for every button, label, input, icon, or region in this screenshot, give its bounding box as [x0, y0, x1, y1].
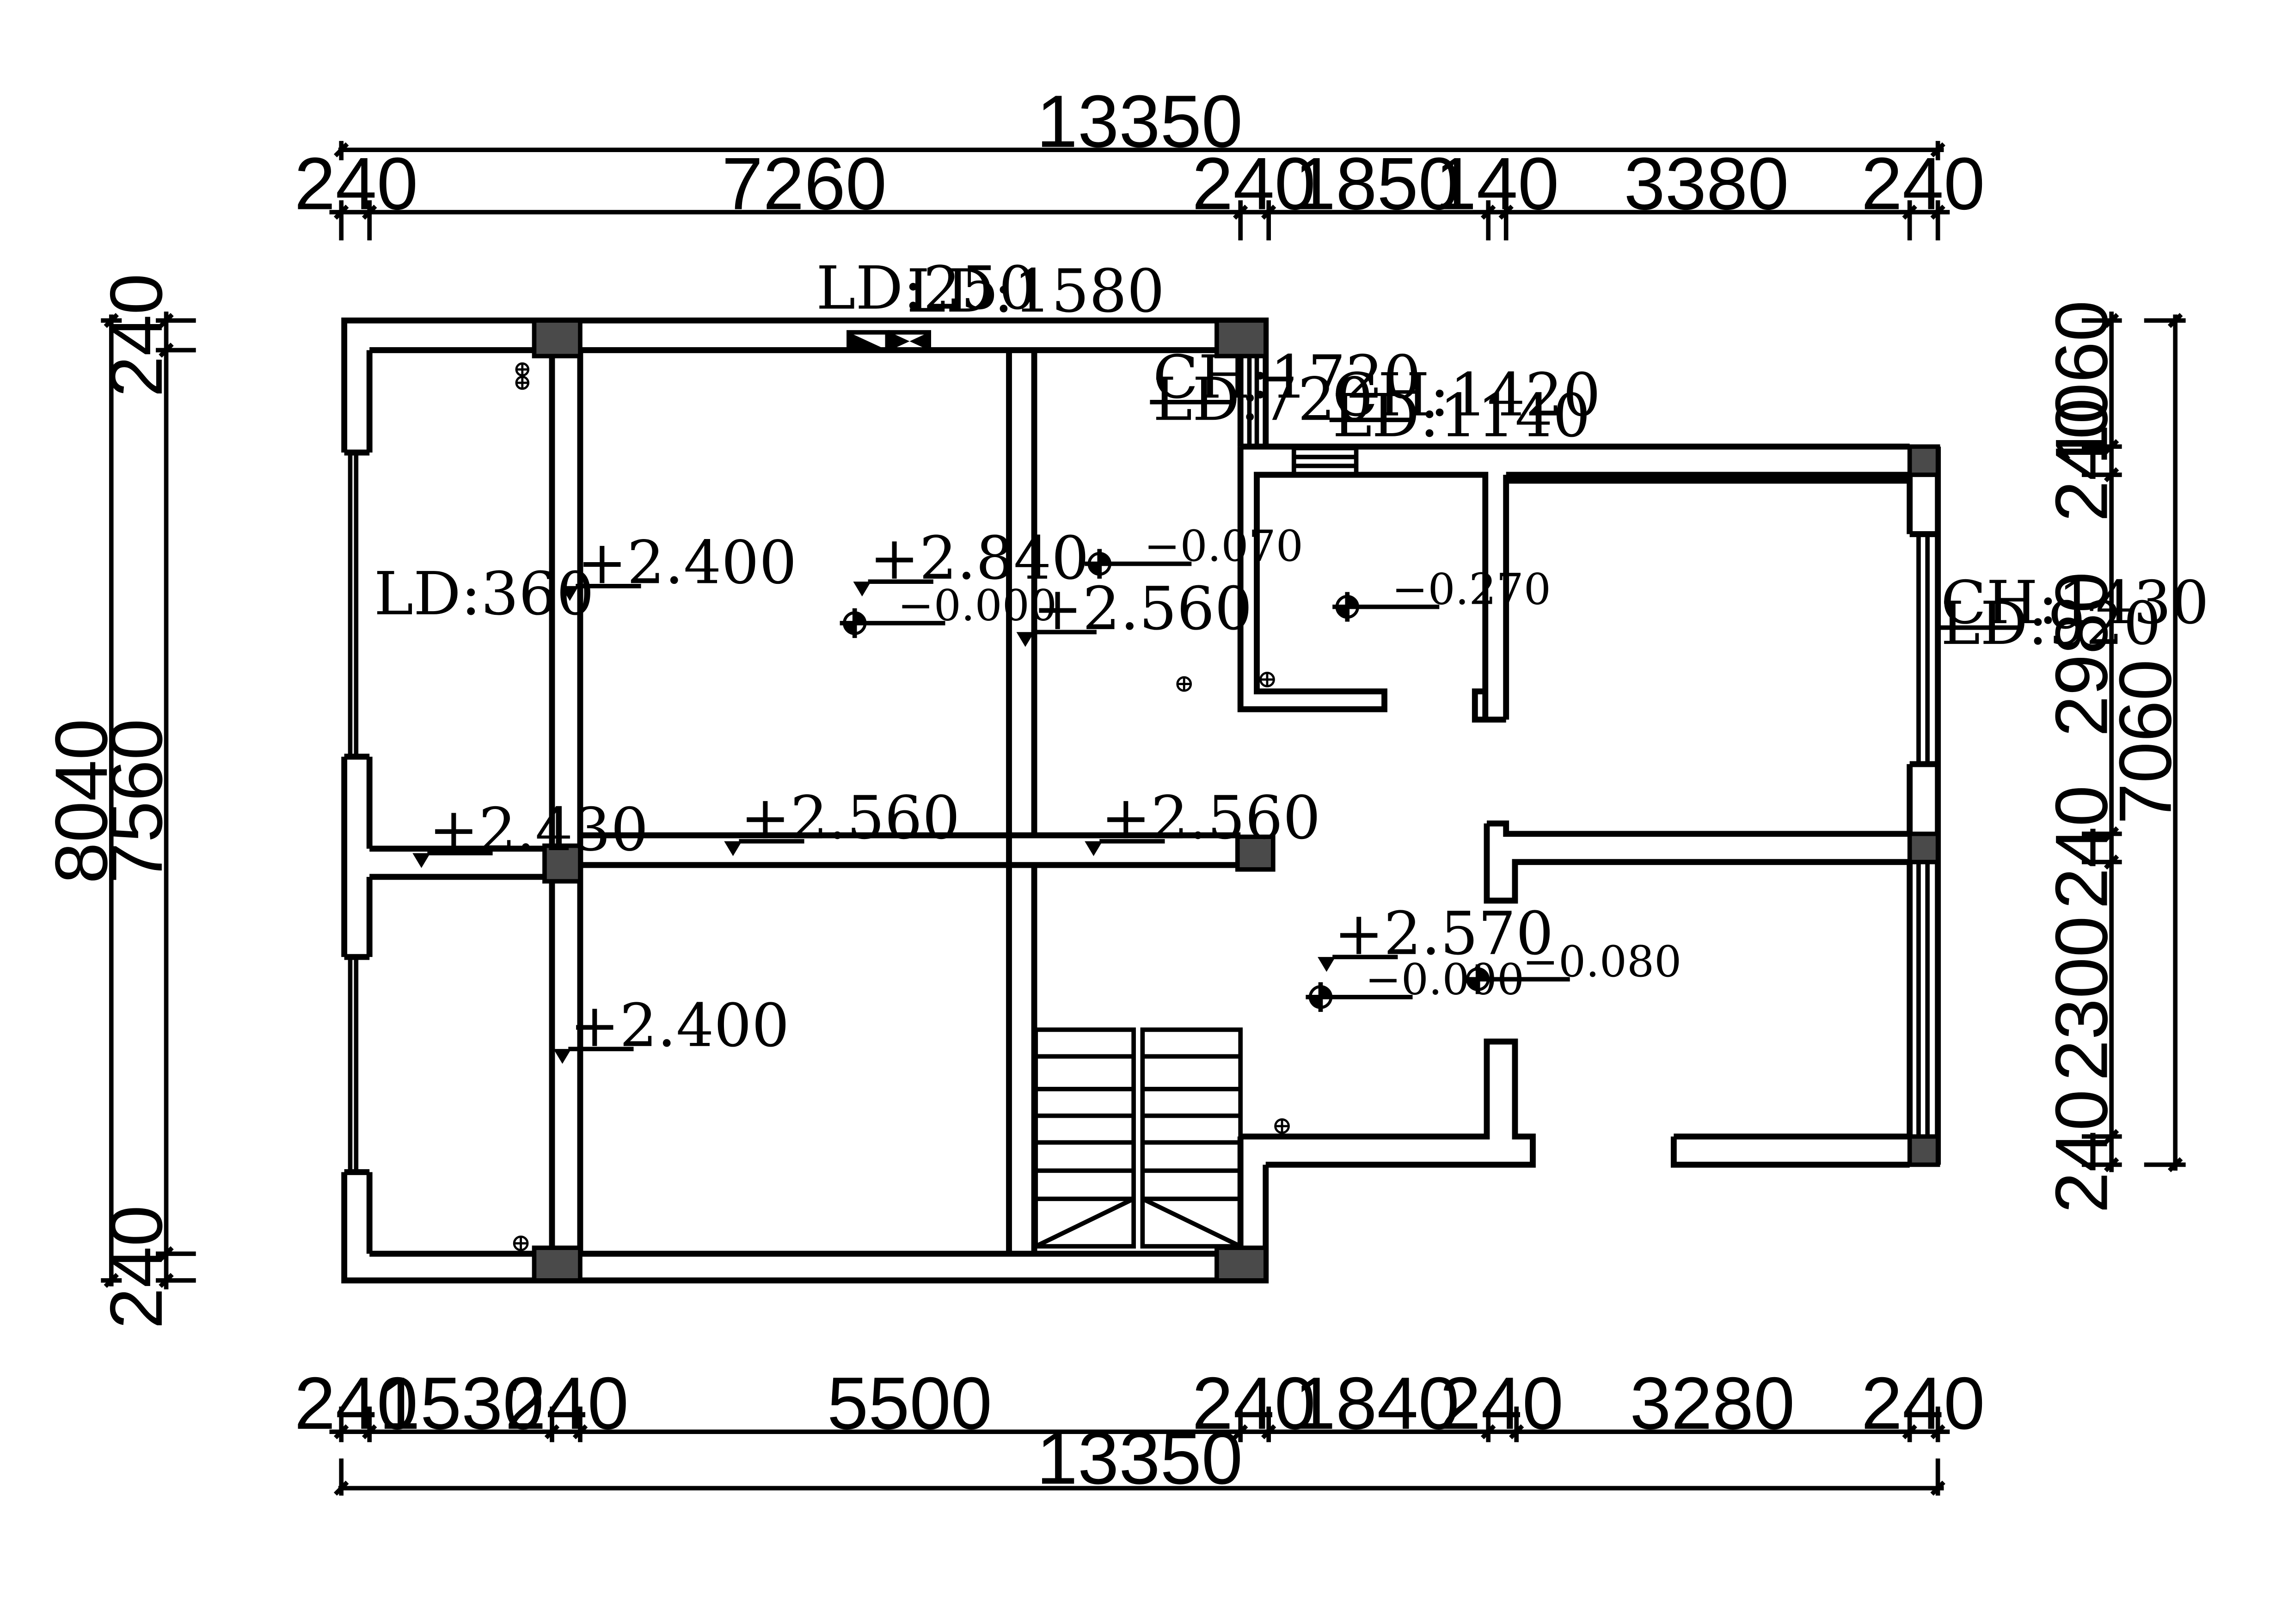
ceiling-marker: +2.570 [1318, 900, 1553, 972]
dim-left-seg-3: 240 [95, 1205, 178, 1329]
dim-bottom-seg-6: 1840 [1294, 1362, 1460, 1445]
dim-right-seg-3: 2980 [2041, 572, 2123, 737]
label-ld-1140: LD:1140 [1332, 382, 1590, 451]
column [1235, 834, 1276, 872]
label-ld-250: LD:250 [816, 254, 1036, 323]
ceiling-marker: +2.400 [553, 992, 790, 1064]
left-dimensions: 8040 240 7560 240 [40, 273, 196, 1329]
dim-top-seg-6: 3380 [1624, 143, 1789, 226]
opening-labels: LD:250 LD:1580 LD:360 CH:1720 LD:720 CH:… [374, 254, 2209, 658]
dim-right-seg-2: 240 [2041, 398, 2123, 522]
floor-marker: −0.070 [1085, 521, 1303, 579]
dim-top-seg-7: 240 [1861, 143, 1985, 226]
outlet-icon [513, 1235, 529, 1251]
ceiling-marker: +2.560 [1016, 575, 1252, 647]
ceiling-level-label: +2.560 [741, 784, 960, 852]
ceiling-level-label: +2.430 [429, 796, 649, 864]
column [1907, 831, 1940, 864]
outlet-symbols [513, 362, 1290, 1251]
ceiling-marker: +2.400 [561, 528, 797, 601]
floor-marker: −0.270 [1332, 564, 1551, 622]
ceiling-marker: +2.840 [853, 524, 1089, 597]
right-dimensions: 1060 240 2980 240 2300 240 7060 [2041, 300, 2187, 1213]
floor-marker: −0.000 [1306, 954, 1524, 1012]
ceiling-marker: +2.430 [412, 796, 649, 868]
label-ld-360: LD:360 [374, 560, 594, 629]
dim-top-seg-2: 7260 [722, 143, 887, 226]
dim-right-seg-5: 2300 [2041, 916, 2123, 1081]
bottom-dimensions: 240 1530 240 5500 240 1840 240 3280 240 … [294, 1362, 1985, 1500]
ceiling-level-label: +2.840 [870, 524, 1089, 593]
dim-top-seg-3: 240 [1192, 143, 1316, 226]
ceiling-marker: +2.560 [1085, 784, 1321, 856]
floor-level-label: −0.000 [898, 581, 1057, 631]
dim-left-seg-1: 240 [95, 273, 178, 397]
dim-top-seg-1: 240 [294, 143, 418, 226]
column [542, 843, 583, 884]
top-dimensions: 13350 240 7260 240 1850 140 3380 240 [294, 80, 1985, 240]
floor-level-label: −0.270 [1392, 564, 1551, 614]
column [1907, 1134, 1940, 1167]
floor-marker: −0.080 [1463, 937, 1681, 994]
outlet-icon [1274, 1118, 1290, 1134]
dim-bottom-overall: 13350 [1037, 1417, 1243, 1500]
outlet-icon [1259, 672, 1275, 687]
column [532, 1245, 583, 1283]
dim-bottom-seg-9: 240 [1861, 1362, 1985, 1445]
structural-columns [532, 318, 1940, 1283]
dim-bottom-seg-7: 240 [1440, 1362, 1564, 1445]
dim-right-seg-4: 240 [2041, 785, 2123, 909]
outlet-icon [1176, 676, 1192, 692]
walls [341, 317, 1941, 1284]
label-ld-720: LD:720 [1153, 365, 1373, 434]
dim-bottom-seg-8: 3280 [1630, 1362, 1795, 1445]
dim-left-overall: 8040 [40, 719, 123, 884]
ceiling-level-label: +2.560 [1101, 784, 1321, 852]
ceiling-level-label: +2.400 [570, 992, 789, 1060]
ceiling-marker: +2.560 [724, 784, 960, 856]
floor-level-label: −0.080 [1522, 937, 1681, 987]
dim-bottom-seg-1: 240 [294, 1362, 418, 1445]
ceiling-level-markers: +2.400 +2.840 +2.560 +2.430 +2.560 +2.56… [412, 524, 1553, 1064]
dim-bottom-seg-5: 240 [1192, 1362, 1316, 1445]
column [1214, 1245, 1268, 1283]
dim-left-seg-2: 7560 [95, 719, 178, 884]
column [1214, 318, 1268, 359]
ceiling-level-label: +2.560 [1033, 575, 1252, 643]
outlet-icon [515, 362, 530, 390]
dim-bottom-seg-2: 1530 [379, 1362, 544, 1445]
floor-marker: −0.000 [840, 581, 1057, 638]
ceiling-level-label: +2.570 [1334, 900, 1553, 968]
dim-top-seg-4: 1850 [1294, 143, 1460, 226]
column [1907, 444, 1940, 477]
ceiling-level-label: +2.400 [577, 528, 797, 597]
floor-level-markers: −0.000 −0.070 −0.270 −0.000 [840, 521, 1681, 1012]
label-ld-920: LD:920 [1941, 589, 2161, 658]
dim-right-overall: 7060 [2104, 659, 2187, 824]
dim-bottom-seg-3: 240 [505, 1362, 629, 1445]
dim-top-overall: 13350 [1037, 80, 1243, 163]
top-openings [846, 330, 932, 353]
staircase [1033, 1027, 1243, 1249]
column [532, 318, 583, 359]
floor-level-label: −0.070 [1144, 521, 1303, 571]
label-ld-1580: LD:1580 [907, 257, 1165, 326]
dim-right-seg-6: 240 [2041, 1090, 2123, 1213]
dim-bottom-seg-4: 5500 [827, 1362, 992, 1445]
dim-right-seg-1: 1060 [2041, 300, 2123, 466]
dim-top-seg-5: 140 [1435, 143, 1559, 226]
